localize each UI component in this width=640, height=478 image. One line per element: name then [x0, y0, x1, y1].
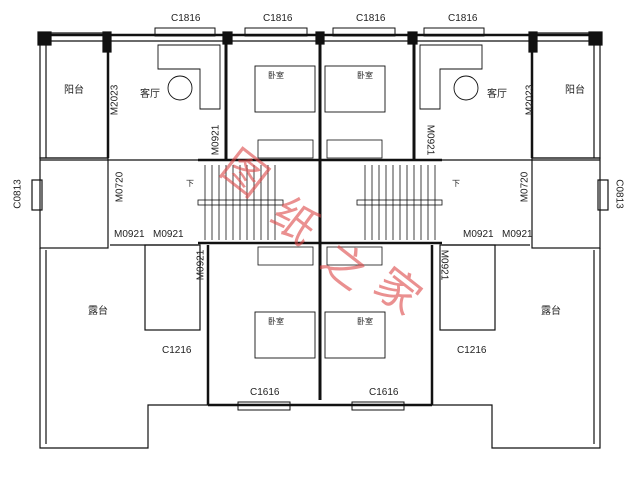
door-label-bed-top-right: M0921	[424, 124, 436, 156]
room-label-living-left: 客厅	[140, 89, 160, 100]
window-label-bath-left: C0813	[12, 179, 24, 209]
door-label-bed-bottom-left: M0921	[195, 249, 207, 281]
window-label-top-4: C1816	[448, 13, 478, 24]
room-label-terrace-left: 露台	[88, 306, 108, 317]
room-label-living-right: 客厅	[487, 89, 507, 100]
door-label-hall-left-2: M0921	[153, 229, 184, 240]
window-label-top-3: C1816	[356, 13, 386, 24]
door-label-balcony-right: M2023	[524, 84, 536, 116]
door-label-bath-right: M0720	[519, 171, 531, 203]
stair-down-right: 下	[452, 179, 460, 188]
window-label-side-right: C1216	[457, 345, 487, 356]
window-label-top-1: C1816	[171, 13, 201, 24]
room-label-bedroom-bottom-right: 卧室	[357, 317, 373, 326]
room-label-balcony-right: 阳台	[565, 85, 585, 96]
window-label-side-left: C1216	[162, 345, 192, 356]
window-label-bath-right: C0813	[613, 179, 625, 209]
door-label-bath-left: M0720	[114, 171, 126, 203]
room-label-balcony-left: 阳台	[64, 85, 84, 96]
stair-down-left: 下	[186, 179, 194, 188]
door-label-balcony-left: M2023	[109, 84, 121, 116]
door-label-hall-left-1: M0921	[114, 229, 145, 240]
door-label-bed-bottom-right: M0921	[438, 249, 450, 281]
room-label-bedroom-top-left: 卧室	[268, 71, 284, 80]
door-label-hall-right-2: M0921	[502, 229, 533, 240]
door-label-bed-top-left: M0921	[210, 124, 222, 156]
room-label-bedroom-bottom-left: 卧室	[268, 317, 284, 326]
room-label-terrace-right: 露台	[541, 306, 561, 317]
door-label-hall-right-1: M0921	[463, 229, 494, 240]
window-label-top-2: C1816	[263, 13, 293, 24]
room-label-bedroom-top-right: 卧室	[357, 71, 373, 80]
window-label-bottom-right: C1616	[369, 387, 399, 398]
window-label-bottom-left: C1616	[250, 387, 280, 398]
